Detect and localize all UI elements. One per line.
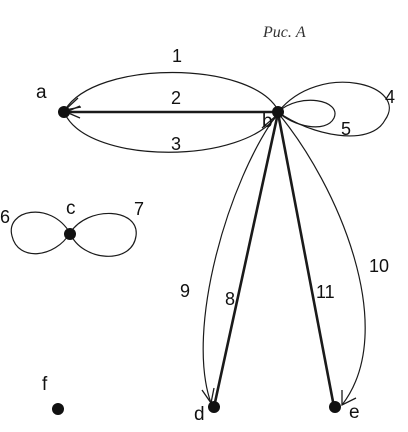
edge-9 bbox=[201, 112, 279, 405]
edge-label-1: 1 bbox=[172, 46, 182, 66]
edge-label-9: 9 bbox=[180, 281, 190, 301]
vertex-b bbox=[272, 106, 284, 118]
vertex-d bbox=[208, 401, 220, 413]
vertex-label-f: f bbox=[42, 374, 48, 395]
edge-label-5: 5 bbox=[341, 119, 351, 139]
vertex-label-e: e bbox=[349, 402, 360, 423]
vertex-label-a: a bbox=[36, 82, 47, 103]
edge-11 bbox=[276, 112, 336, 408]
edge-10 bbox=[277, 112, 366, 407]
edge-label-3: 3 bbox=[171, 134, 181, 154]
vertex-c bbox=[64, 228, 76, 240]
edge-label-2: 2 bbox=[171, 88, 181, 108]
edge-label-6: 6 bbox=[0, 207, 10, 227]
edge-6 bbox=[10, 211, 71, 255]
vertex-label-d: d bbox=[194, 404, 205, 425]
figure-caption: Рис. A bbox=[262, 24, 306, 41]
edge-label-7: 7 bbox=[134, 199, 144, 219]
vertex-label-c: c bbox=[66, 198, 76, 219]
edge-label-8: 8 bbox=[225, 289, 235, 309]
edge-label-4: 4 bbox=[385, 87, 395, 107]
edge-label-10: 10 bbox=[369, 256, 389, 276]
edge-label-11: 11 bbox=[316, 282, 335, 302]
edge-5 bbox=[277, 99, 336, 128]
edge-7 bbox=[69, 212, 137, 257]
vertex-f bbox=[52, 403, 64, 415]
vertex-e bbox=[329, 401, 341, 413]
edge-4 bbox=[277, 81, 390, 137]
edge-8 bbox=[212, 112, 280, 408]
vertex-label-b: b bbox=[262, 111, 273, 132]
vertex-a bbox=[58, 106, 70, 118]
